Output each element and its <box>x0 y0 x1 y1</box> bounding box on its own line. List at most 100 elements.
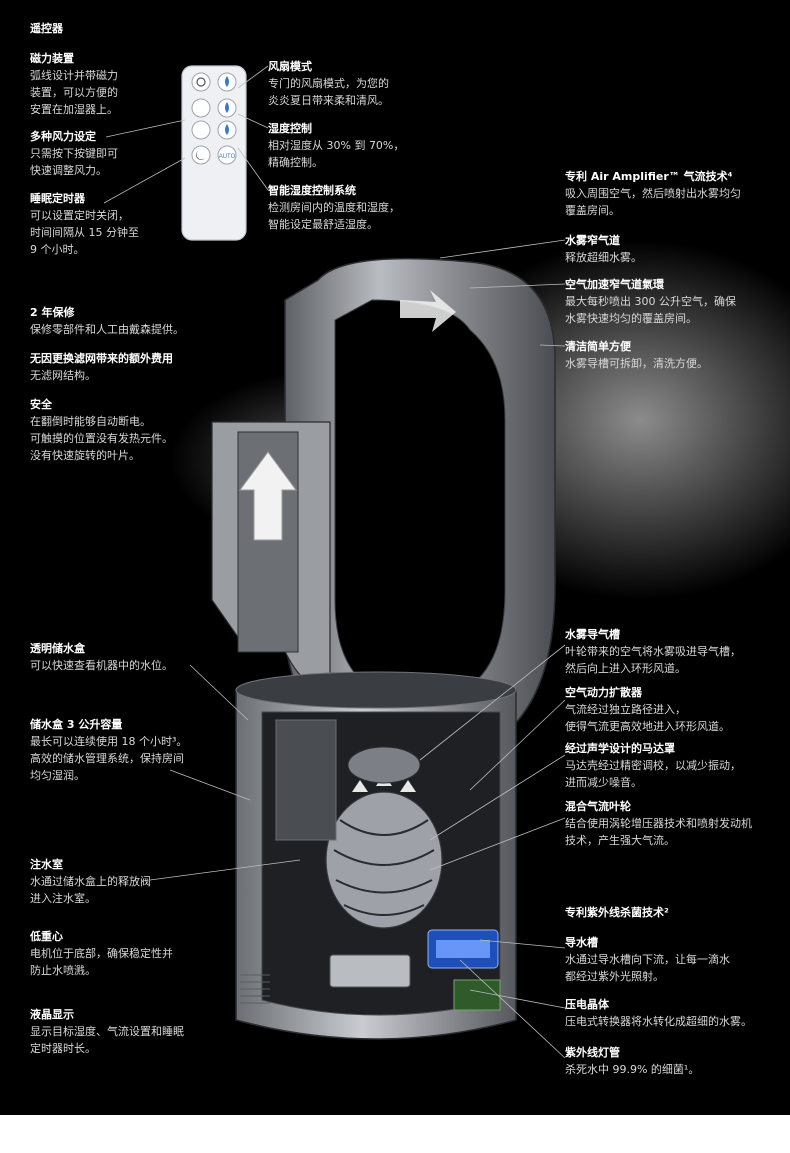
label-lcd-display: 液晶显示 显示目标湿度、气流设置和睡眠 定时器时长。 <box>30 1006 184 1057</box>
leader-lines <box>103 65 566 1059</box>
label-low-gravity: 低重心 电机位于底部，确保稳定性并 防止水喷溅。 <box>30 928 173 979</box>
label-desc: 最大每秒喷出 300 公升空气，确保 水雾快速均匀的覆盖房间。 <box>565 295 736 325</box>
label-airflow-settings: 多种风力设定 只需按下按键即可 快速调整风力。 <box>30 128 118 179</box>
label-desc: 只需按下按键即可 快速调整风力。 <box>30 147 118 177</box>
label-desc: 检测房间内的温度和湿度， 智能设定最舒适湿度。 <box>268 201 400 231</box>
label-title: 空气动力扩散器 <box>565 686 642 699</box>
loop-inner <box>334 299 506 701</box>
label-title: 专利紫外线杀菌技术² <box>565 906 669 919</box>
label-diffuser: 空气动力扩散器 气流经过独立路径进入， 使得气流更高效地进入环形风道。 <box>565 684 730 735</box>
label-piezo: 压电晶体 压电式转换器将水转化成超细的水雾。 <box>565 996 752 1030</box>
label-title: 湿度控制 <box>268 122 312 135</box>
label-title: 储水盒 3 公升容量 <box>30 718 123 731</box>
label-transparent-tank: 透明储水盒 可以快速查看机器中的水位。 <box>30 640 173 674</box>
label-title: 混合气流叶轮 <box>565 800 631 813</box>
label-desc: 可以设置定时关闭， 时间间隔从 15 分钟至 9 个小时。 <box>30 209 139 256</box>
label-desc: 杀死水中 99.9% 的细菌¹。 <box>565 1063 700 1076</box>
airflow-loop-arrow <box>400 290 456 332</box>
label-desc: 水通过储水盒上的释放阀 进入注水室。 <box>30 875 151 905</box>
auto-button-label: AUTO <box>219 154 236 160</box>
label-uv-tech: 专利紫外线杀菌技术² <box>565 904 669 921</box>
label-motor-housing: 经过声学设计的马达罩 马达壳经过精密调校，以减少振动， 进而减少噪音。 <box>565 740 741 791</box>
label-desc: 显示目标湿度、气流设置和睡眠 定时器时长。 <box>30 1025 184 1055</box>
label-title: 智能湿度控制系统 <box>268 184 356 197</box>
drop-icon <box>225 102 229 113</box>
label-desc: 在翻倒时能够自动断电。 可触摸的位置没有发热元件。 没有快速旋转的叶片。 <box>30 415 173 462</box>
label-title: 2 年保修 <box>30 306 75 319</box>
label-sleep-timer: 睡眠定时器 可以设置定时关闭， 时间间隔从 15 分钟至 9 个小时。 <box>30 190 139 258</box>
remote-section-title: 遥控器 <box>30 22 63 35</box>
label-magnetic: 磁力装置 弧线设计并带磁力 装置，可以方便的 安置在加湿器上。 <box>30 50 118 118</box>
base-top-rim <box>235 671 517 709</box>
diagram-stage: AUTO 遥控器 磁力装置 弧线设计并带磁力 装置，可以方便的 安置在加湿 <box>0 0 790 1115</box>
label-fill-chamber: 注水室 水通过储水盒上的释放阀 进入注水室。 <box>30 856 151 907</box>
label-safety: 安全 在翻倒时能够自动断电。 可触摸的位置没有发热元件。 没有快速旋转的叶片。 <box>30 396 173 464</box>
label-desc: 相对湿度从 30% 到 70%， 精确控制。 <box>268 139 405 169</box>
label-title: 压电晶体 <box>565 998 609 1011</box>
label-impeller: 混合气流叶轮 结合使用涡轮增压器技术和喷射发动机 技术，产生强大气流。 <box>565 798 752 849</box>
label-desc: 水雾导槽可拆卸，清洗方便。 <box>565 357 708 370</box>
label-warranty: 2 年保修 保修零部件和人工由戴森提供。 <box>30 304 184 338</box>
label-desc: 结合使用涡轮增压器技术和喷射发动机 技术，产生强大气流。 <box>565 817 752 847</box>
drop-icon <box>225 76 229 87</box>
label-title: 风扇模式 <box>268 60 312 73</box>
fill-chamber <box>275 719 337 841</box>
label-desc: 弧线设计并带磁力 装置，可以方便的 安置在加湿器上。 <box>30 69 118 116</box>
label-no-filter: 无因更换滤网带来的额外费用 无滤网结构。 <box>30 350 173 384</box>
remote-control <box>181 65 247 241</box>
label-desc: 马达壳经过精密调校，以减少振动， 进而减少噪音。 <box>565 759 741 789</box>
label-desc: 叶轮带来的空气将水雾吸进导气槽， 然后向上进入环形风道。 <box>565 645 741 675</box>
label-title: 紫外线灯管 <box>565 1046 620 1059</box>
label-title: 安全 <box>30 398 52 411</box>
piezo-board <box>453 979 501 1011</box>
label-easy-clean: 清洁简单方便 水雾导槽可拆卸，清洗方便。 <box>565 338 708 372</box>
label-desc: 气流经过独立路径进入， 使得气流更高效地进入环形风道。 <box>565 703 730 733</box>
power-icon <box>196 77 206 87</box>
label-desc: 压电式转换器将水转化成超细的水雾。 <box>565 1015 752 1028</box>
label-mist-channel: 水雾窄气道 释放超细水雾。 <box>565 232 642 266</box>
impeller-blade <box>343 904 425 916</box>
label-title: 空气加速窄气道氣環 <box>565 278 664 291</box>
label-air-acceleration: 空气加速窄气道氣環 最大每秒喷出 300 公升空气，确保 水雾快速均匀的覆盖房间… <box>565 276 736 327</box>
label-uv-lamp: 紫外线灯管 杀死水中 99.9% 的细菌¹。 <box>565 1044 699 1078</box>
label-title: 专利 Air Amplifier™ 气流技术⁴ <box>565 170 733 183</box>
impeller-blade <box>339 819 429 836</box>
label-intelligent-humidity: 智能湿度控制系统 检测房间内的温度和湿度， 智能设定最舒适湿度。 <box>268 182 400 233</box>
motor-hub <box>347 746 421 784</box>
label-tank-capacity: 储水盒 3 公升容量 最长可以连续使用 18 个小时³。 高效的储水管理系统，保… <box>30 716 187 784</box>
label-desc: 最长可以连续使用 18 个小时³。 高效的储水管理系统，保持房间 均匀湿润。 <box>30 735 188 782</box>
label-desc: 释放超细水雾。 <box>565 251 642 264</box>
label-desc: 水通过导水槽向下流，让每一滴水 都经过紫外光照射。 <box>565 953 730 983</box>
label-title: 水雾窄气道 <box>565 234 620 247</box>
label-mist-duct: 水雾导气槽 叶轮带来的空气将水雾吸进导气槽， 然后向上进入环形风道。 <box>565 626 741 677</box>
drop-icon <box>225 124 229 135</box>
label-title: 液晶显示 <box>30 1008 74 1021</box>
label-title: 多种风力设定 <box>30 130 96 143</box>
label-title: 清洁简单方便 <box>565 340 631 353</box>
label-title: 水雾导气槽 <box>565 628 620 641</box>
label-desc: 专门的风扇模式，为您的 炎炎夏日带来柔和清风。 <box>268 77 389 107</box>
label-desc: 吸入周围空气，然后喷射出水雾均匀 覆盖房间。 <box>565 187 741 217</box>
label-desc: 可以快速查看机器中的水位。 <box>30 659 173 672</box>
uv-glow <box>436 940 490 958</box>
label-air-amplifier: 专利 Air Amplifier™ 气流技术⁴ 吸入周围空气，然后喷射出水雾均匀… <box>565 168 741 219</box>
airflow-up-arrow <box>239 451 297 541</box>
impeller-arrow <box>400 780 416 792</box>
label-title: 磁力装置 <box>30 52 74 65</box>
label-desc: 保修零部件和人工由戴森提供。 <box>30 323 184 336</box>
label-fan-mode: 风扇模式 专门的风扇模式，为您的 炎炎夏日带来柔和清风。 <box>268 58 389 109</box>
mixed-flow-impeller <box>325 791 443 929</box>
label-desc: 电机位于底部，确保稳定性并 防止水喷溅。 <box>30 947 173 977</box>
label-title: 透明储水盒 <box>30 642 85 655</box>
label-title: 无因更换滤网带来的额外费用 <box>30 352 173 365</box>
label-title: 经过声学设计的马达罩 <box>565 742 675 755</box>
label-title: 低重心 <box>30 930 63 943</box>
label-desc: 无滤网结构。 <box>30 369 96 382</box>
impeller-blade <box>335 879 433 894</box>
label-title: 注水室 <box>30 858 63 871</box>
impeller-blade <box>333 849 435 866</box>
impeller-arrow <box>352 780 368 792</box>
label-title: 导水槽 <box>565 936 598 949</box>
humidifier-illustration: AUTO <box>103 65 790 1059</box>
lcd-display <box>329 954 411 988</box>
